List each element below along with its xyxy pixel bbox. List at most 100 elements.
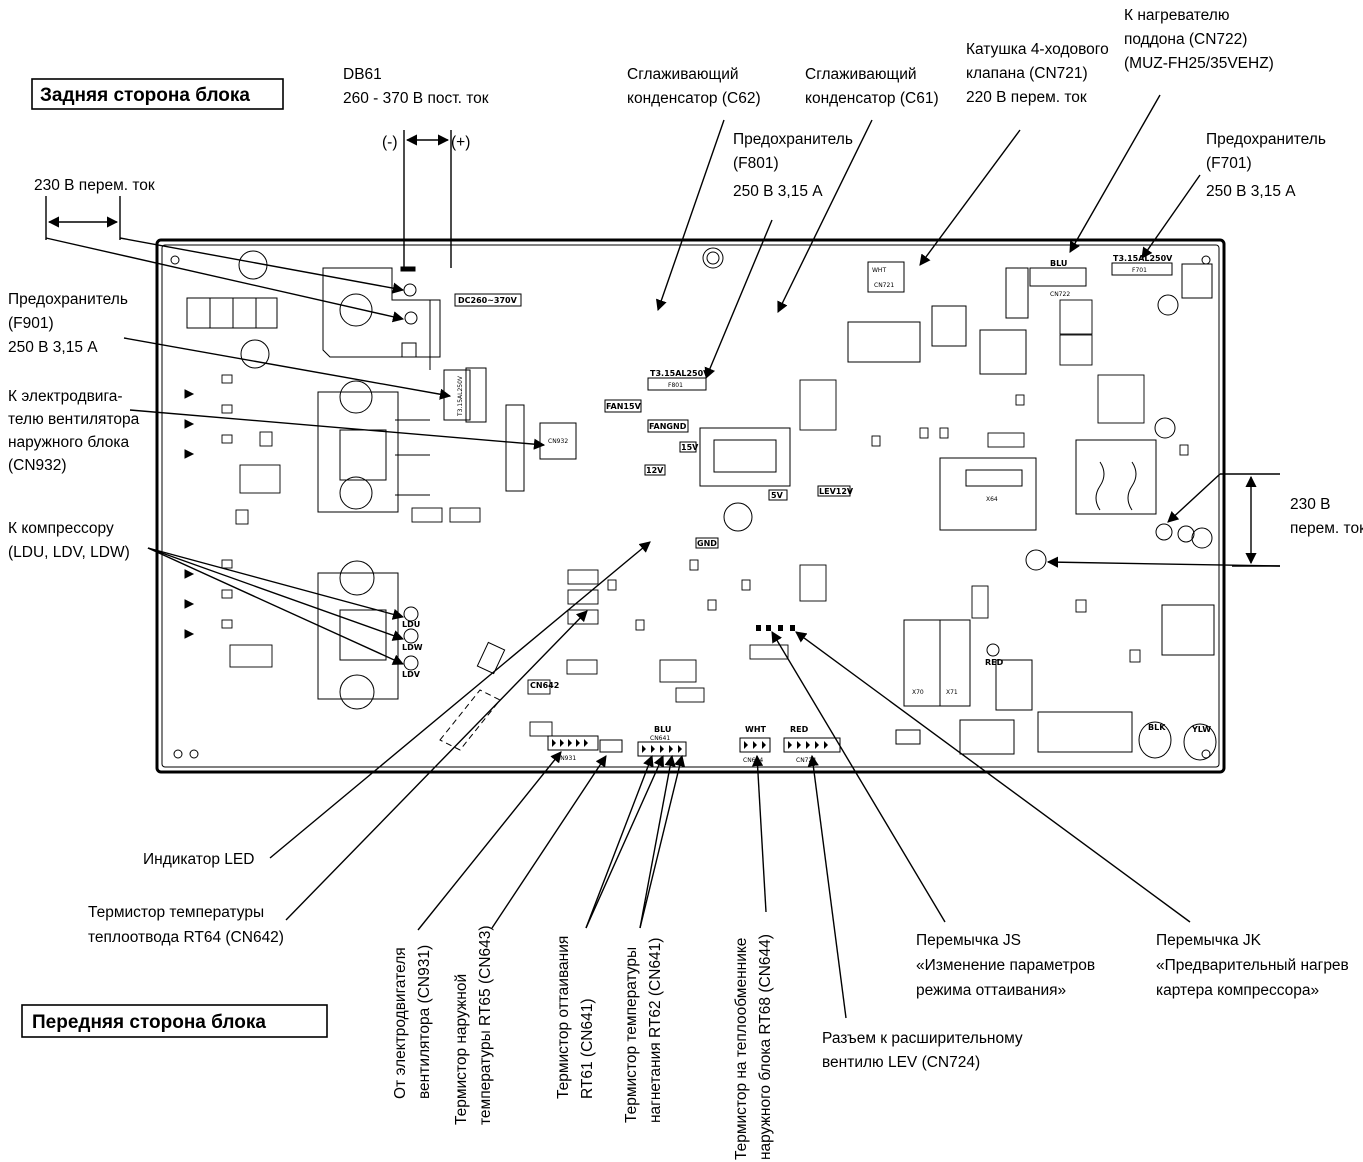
- svg-text:(CN932): (CN932): [8, 457, 67, 474]
- svg-text:наружного блока RT68 (CN644): наружного блока RT68 (CN644): [757, 934, 774, 1160]
- svg-text:Сглаживающий: Сглаживающий: [805, 66, 917, 83]
- mark-cn641: CN641: [650, 735, 670, 742]
- svg-text:Предохранитель: Предохранитель: [733, 131, 853, 148]
- mark-cn722: CN722: [1050, 291, 1070, 298]
- mark-wht-cn644: WHT: [745, 725, 767, 734]
- mark-red-cn724: RED: [790, 725, 809, 734]
- mark-ylw: YLW: [1191, 725, 1211, 734]
- label-pan-heater: К нагревателю поддона (CN722) (MUZ-FH25/…: [1124, 7, 1274, 72]
- mount-hole-icon: [170, 255, 180, 265]
- label-compressor: К компрессору (LDU, LDV, LDW): [8, 520, 130, 561]
- mark-f701: F701: [1132, 267, 1147, 274]
- callout-labels: DB61 260 - 370 В пост. ток (-) (+) 230 В…: [8, 7, 1363, 1160]
- svg-text:перем. ток: перем. ток: [1290, 520, 1363, 537]
- header-back: Задняя сторона блока: [40, 85, 250, 106]
- svg-text:клапана (CN721): клапана (CN721): [966, 65, 1088, 82]
- label-rt61: Термистор оттаивания RT61 (CN641): [555, 936, 596, 1099]
- mount-hole-icon: [1201, 749, 1211, 759]
- mark-fan15: FAN15V: [606, 402, 642, 411]
- svg-text:Термистор температуры: Термистор температуры: [88, 904, 264, 921]
- mark-blu-cn641: BLU: [654, 725, 671, 734]
- svg-text:Термистор наружной: Термистор наружной: [453, 974, 470, 1125]
- pcb-components: DC260~370V: [184, 250, 1217, 764]
- label-c61: Сглаживающий конденсатор (C61): [805, 66, 939, 107]
- svg-text:250 В 3,15 А: 250 В 3,15 А: [1206, 183, 1296, 200]
- svg-text:Катушка 4-ходового: Катушка 4-ходового: [966, 41, 1109, 58]
- svg-text:Термистор на теплообменнике: Термистор на теплообменнике: [733, 938, 750, 1160]
- mark-f801: F801: [668, 382, 683, 389]
- label-rt68: Термистор на теплообменнике наружного бл…: [733, 934, 774, 1160]
- svg-text:(LDU, LDV, LDW): (LDU, LDV, LDW): [8, 544, 130, 561]
- mark-dc-range: DC260~370V: [458, 296, 518, 305]
- mark-ldw: LDW: [402, 643, 423, 652]
- label-c62: Сглаживающий конденсатор (C62): [627, 66, 761, 107]
- header-back-box: Задняя сторона блока: [31, 78, 284, 110]
- mark-5v: 5V: [771, 491, 784, 500]
- svg-text:(F801): (F801): [733, 155, 779, 172]
- svg-text:Предохранитель: Предохранитель: [1206, 131, 1326, 148]
- svg-text:260 - 370 В пост. ток: 260 - 370 В пост. ток: [343, 90, 489, 107]
- svg-text:DB61: DB61: [343, 66, 382, 83]
- svg-text:«Предварительный нагрев: «Предварительный нагрев: [1156, 957, 1349, 974]
- mark-lev12v: LEV12V: [819, 487, 854, 496]
- mount-hole-icon: [173, 749, 183, 759]
- leader-lines: [45, 94, 1281, 1019]
- svg-text:Разъем к расширительному: Разъем к расширительному: [822, 1030, 1023, 1047]
- mark-cn931: CN931: [556, 755, 576, 762]
- label-jk: Перемычка JK «Предварительный нагрев кар…: [1156, 932, 1349, 999]
- mark-blu-cn722: BLU: [1050, 259, 1067, 268]
- svg-text:конденсатор (C61): конденсатор (C61): [805, 90, 939, 107]
- svg-text:К нагревателю: К нагревателю: [1124, 7, 1229, 24]
- label-ac-left: 230 В перем. ток: [34, 177, 155, 194]
- svg-text:Термистор оттаивания: Термистор оттаивания: [555, 936, 572, 1099]
- label-rt64: Термистор температуры теплоотвода RT64 (…: [88, 904, 284, 946]
- svg-text:(MUZ-FH25/35VEHZ): (MUZ-FH25/35VEHZ): [1124, 55, 1274, 72]
- svg-text:теплоотвода RT64 (CN642): теплоотвода RT64 (CN642): [88, 929, 284, 946]
- svg-text:(F701): (F701): [1206, 155, 1252, 172]
- mark-f801-rating: T3.15AL250V: [650, 369, 710, 378]
- mark-cn642: CN642: [530, 681, 559, 690]
- mark-gnd: GND: [697, 539, 717, 548]
- svg-text:вентилятора (CN931): вентилятора (CN931): [416, 945, 433, 1099]
- mount-hole-icon: [189, 749, 199, 759]
- label-f701: Предохранитель (F701) 250 В 3,15 А: [1206, 131, 1326, 200]
- mark-cn724: CN724: [796, 757, 816, 764]
- svg-text:Сглаживающий: Сглаживающий: [627, 66, 739, 83]
- svg-text:RT61 (CN641): RT61 (CN641): [579, 998, 596, 1099]
- mark-cn721: CN721: [874, 282, 894, 289]
- label-rt65: Термистор наружной температуры RT65 (CN6…: [453, 925, 494, 1125]
- svg-text:Термистор температуры: Термистор температуры: [623, 947, 640, 1123]
- mark-red-led: RED: [985, 658, 1004, 667]
- label-f901: Предохранитель (F901) 250 В 3,15 А: [8, 291, 128, 356]
- svg-text:(F901): (F901): [8, 315, 54, 332]
- svg-text:230 В: 230 В: [1290, 496, 1331, 513]
- svg-text:Предохранитель: Предохранитель: [8, 291, 128, 308]
- mark-fangnd: FANGND: [649, 422, 687, 431]
- mark-15v: 15V: [681, 443, 699, 452]
- svg-text:220 В перем. ток: 220 В перем. ток: [966, 89, 1087, 106]
- label-f801: Предохранитель (F801) 250 В 3,15 А: [733, 131, 853, 200]
- label-lev: Разъем к расширительному вентилю LEV (CN…: [822, 1030, 1023, 1071]
- mark-f901: T3.15AL250V: [457, 375, 464, 417]
- svg-text:«Изменение параметров: «Изменение параметров: [916, 957, 1095, 974]
- label-ac-right: 230 В перем. ток: [1290, 496, 1363, 537]
- svg-text:конденсатор (C62): конденсатор (C62): [627, 90, 761, 107]
- label-db61: DB61 260 - 370 В пост. ток: [343, 66, 489, 107]
- svg-text:нагнетания RT62 (CN641): нагнетания RT62 (CN641): [647, 938, 664, 1123]
- label-plus: (+): [451, 134, 470, 151]
- svg-text:телю вентилятора: телю вентилятора: [8, 411, 140, 428]
- svg-text:250 В 3,15 А: 250 В 3,15 А: [733, 183, 823, 200]
- mark-cn644: CN644: [743, 757, 763, 764]
- svg-text:Перемычка JK: Перемычка JK: [1156, 932, 1262, 949]
- label-rt62: Термистор температуры нагнетания RT62 (C…: [623, 938, 664, 1123]
- mark-wht-cn721: WHT: [872, 267, 886, 274]
- header-front-box: Передняя сторона блока: [21, 1004, 328, 1038]
- label-4way-coil: Катушка 4-ходового клапана (CN721) 220 В…: [966, 41, 1109, 106]
- svg-text:К компрессору: К компрессору: [8, 520, 114, 537]
- svg-text:картера компрессора»: картера компрессора»: [1156, 982, 1319, 999]
- mark-ldv: LDV: [402, 670, 421, 679]
- svg-text:поддона (CN722): поддона (CN722): [1124, 31, 1247, 48]
- svg-text:Перемычка JS: Перемычка JS: [916, 932, 1021, 949]
- mark-12v: 12V: [646, 466, 664, 475]
